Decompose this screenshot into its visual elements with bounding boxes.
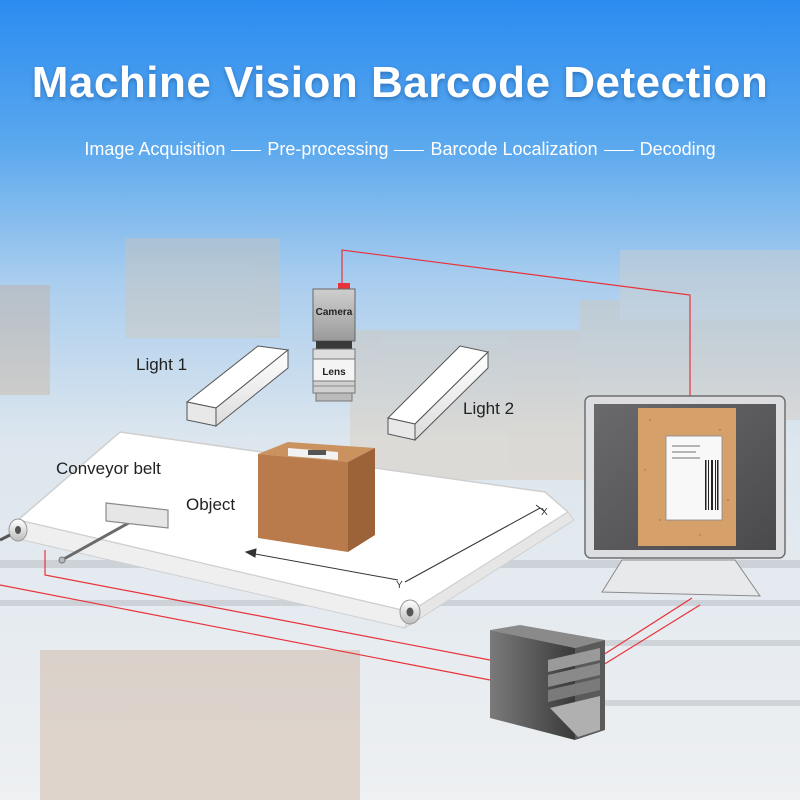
light-2-label: Light 2 [463, 399, 514, 418]
step-decoding: Decoding [639, 139, 716, 159]
lens [312, 348, 356, 402]
monitor [584, 395, 786, 597]
step-connector [394, 149, 425, 151]
axis-x-label: X [541, 507, 548, 518]
light-1 [185, 345, 290, 428]
step-pre-processing: Pre-processing [267, 139, 389, 159]
light-2 [387, 345, 490, 442]
camera [312, 283, 356, 402]
page-title: Machine Vision Barcode Detection [31, 58, 769, 107]
process-steps: Image Acquisition Pre-processing Barcode L… [0, 139, 800, 160]
signal-cables [0, 249, 701, 681]
step-image-acquisition: Image Acquisition [84, 139, 226, 159]
object-label: Object [186, 495, 235, 514]
step-connector [231, 149, 262, 151]
step-connector [603, 149, 634, 151]
camera-label: Camera [316, 307, 353, 318]
lens-label: Lens [322, 367, 346, 378]
axis-arrows [244, 504, 545, 583]
step-barcode-localization: Barcode Localization [430, 139, 598, 159]
cardboard-box [258, 442, 375, 552]
monitor-screen-image [638, 408, 736, 546]
computer-tower [490, 625, 605, 740]
conveyor-belt-label: Conveyor belt [56, 459, 161, 478]
object-sensor [105, 502, 169, 529]
light-1-label: Light 1 [136, 355, 187, 374]
axis-y-label: Y [396, 580, 403, 591]
